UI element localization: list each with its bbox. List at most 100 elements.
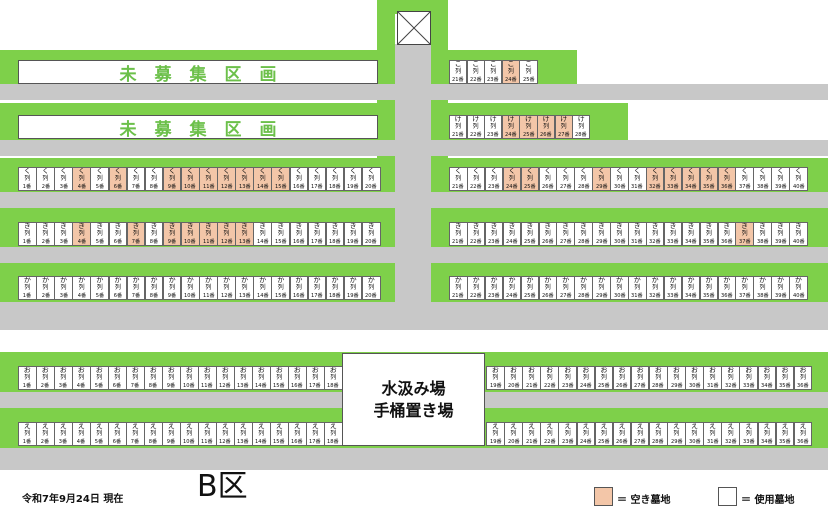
plot-number: 27番 xyxy=(557,131,570,138)
plot-column-word: 列 xyxy=(330,374,337,381)
plot-kana: お xyxy=(672,366,680,374)
plot-kana: く xyxy=(313,167,321,175)
plot-kana: か xyxy=(222,276,230,284)
plot-number: 17番 xyxy=(311,292,323,299)
plot-number: 16番 xyxy=(291,438,304,445)
plot-kana: え xyxy=(59,422,67,430)
plot-kana: え xyxy=(564,422,572,430)
plot-number: 27番 xyxy=(634,438,646,445)
plot-column-word: 列 xyxy=(507,123,514,130)
plot-number: 27番 xyxy=(634,382,646,389)
plot-kana: き xyxy=(633,222,641,230)
plot-column-word: 列 xyxy=(169,175,176,182)
plot-column-word: 列 xyxy=(187,175,194,182)
plot-kana: き xyxy=(295,222,303,230)
plot-kana: こ xyxy=(454,60,462,68)
plot-number: 28番 xyxy=(577,238,590,245)
plot-column-word: 列 xyxy=(96,175,103,182)
plot-kana: き xyxy=(669,222,677,230)
plot-number: 23番 xyxy=(488,292,500,299)
plot-column-word: 列 xyxy=(78,284,85,291)
legend-used-label: ＝ 使用墓地 xyxy=(741,495,795,506)
plot-column-word: 列 xyxy=(294,374,301,381)
plot-kana: お xyxy=(564,366,572,374)
plot-number: 29番 xyxy=(595,183,608,190)
plot-kana: お xyxy=(221,366,229,374)
legend-empty-swatch xyxy=(594,487,613,506)
plot-number: 7番 xyxy=(131,438,140,445)
plot-column-word: 列 xyxy=(277,230,284,237)
plot-kana: え xyxy=(509,422,517,430)
plot-number: 22番 xyxy=(469,76,482,83)
plot-number: 20番 xyxy=(507,382,520,389)
plot-kana: き xyxy=(526,222,534,230)
plot-column-word: 列 xyxy=(114,230,121,237)
plot-kana: き xyxy=(776,222,784,230)
plot-number: 24番 xyxy=(506,183,518,190)
plot-column-word: 列 xyxy=(132,284,139,291)
plot-kana: か xyxy=(615,276,623,284)
plot-column-word: 列 xyxy=(222,430,229,437)
plot-column-word: 列 xyxy=(759,230,766,237)
plot-column-word: 列 xyxy=(508,284,515,291)
plot-number: 1番 xyxy=(23,382,32,389)
plot-kana: え xyxy=(113,422,121,430)
plot-number: 36番 xyxy=(797,382,809,389)
plot-number: 19番 xyxy=(347,238,359,245)
plot-kana: け xyxy=(560,115,568,123)
plot-kana: お xyxy=(95,366,103,374)
plot-column-word: 列 xyxy=(455,284,462,291)
plot-number: 19番 xyxy=(347,292,359,299)
plot-column-word: 列 xyxy=(634,175,641,182)
plot-kana: く xyxy=(508,167,516,175)
plot-number: 16番 xyxy=(291,382,304,389)
plot-column-word: 列 xyxy=(258,430,265,437)
plot-number: 31番 xyxy=(706,438,719,445)
plot-kana: か xyxy=(168,276,176,284)
plot-column-word: 列 xyxy=(723,175,730,182)
plot-column-word: 列 xyxy=(96,230,103,237)
plot-column-word: 列 xyxy=(727,430,734,437)
recruiting-banner-2: 未募集区画 xyxy=(18,115,378,140)
plot-number: 1番 xyxy=(23,292,32,299)
plot-kana: き xyxy=(23,222,31,230)
plot-kana: お xyxy=(509,366,517,374)
plot-column-word: 列 xyxy=(295,284,302,291)
plot-kana: え xyxy=(781,422,789,430)
plot-column-word: 列 xyxy=(312,374,319,381)
plot-number: 18番 xyxy=(329,238,341,245)
plot-kana: か xyxy=(132,276,140,284)
plot-number: 17番 xyxy=(311,238,323,245)
plot-column-word: 列 xyxy=(473,230,480,237)
plot-number: 26番 xyxy=(540,131,552,138)
plot-kana: お xyxy=(311,366,319,374)
plot-kana: く xyxy=(78,167,86,175)
plot-kana: か xyxy=(60,276,68,284)
plot-number: 4番 xyxy=(77,292,86,299)
plot-number: 19番 xyxy=(489,382,502,389)
plot-column-word: 列 xyxy=(544,284,551,291)
plot-column-word: 列 xyxy=(259,175,266,182)
plot-number: 22番 xyxy=(469,131,482,138)
plot-number: 40番 xyxy=(792,292,805,299)
plot-number: 29番 xyxy=(670,438,683,445)
water-station-line1: 水汲み場 xyxy=(381,378,446,398)
plot-kana: か xyxy=(562,276,570,284)
